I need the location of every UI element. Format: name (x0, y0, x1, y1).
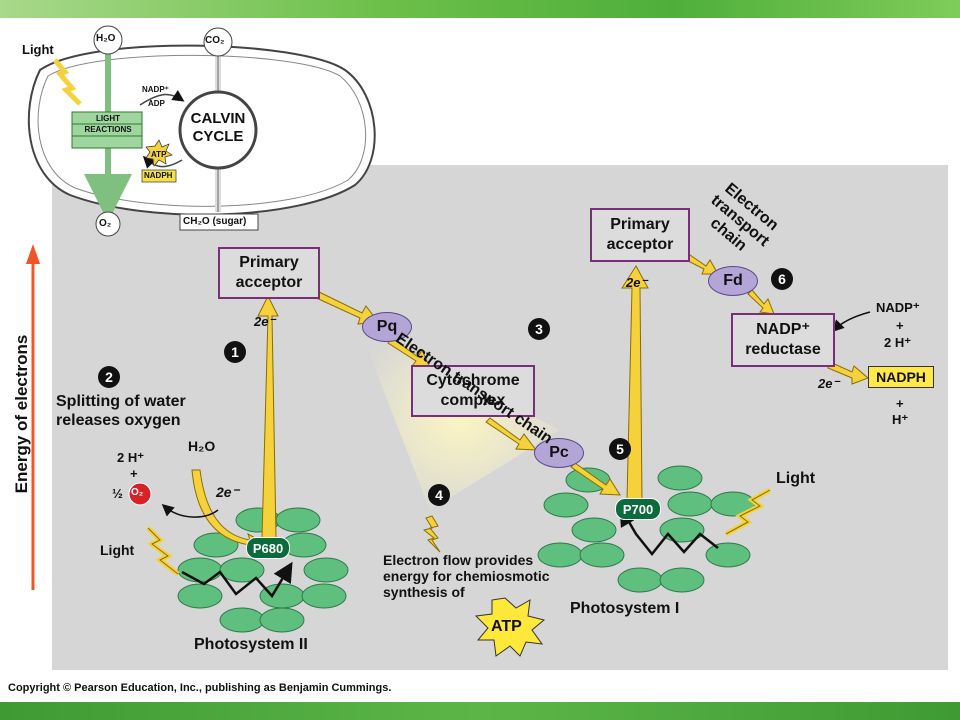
chloroplast-inset (27, 25, 376, 237)
inset-sugar-box (179, 213, 259, 231)
inset-calvin-cycle (178, 90, 258, 170)
etc2-2h-label: 2 H⁺ (884, 335, 912, 350)
ps2-light-bolt (146, 526, 180, 576)
nadp-input-arrow (831, 311, 871, 333)
ps2-pigment-cluster (177, 507, 349, 633)
ps2-zigzag (181, 561, 293, 599)
inset-light-reactions-label: LIGHT REACTIONS (84, 114, 132, 134)
inset-h2o-label: H₂O (96, 33, 116, 44)
nadp-reductase: NADP⁺ reductase (731, 313, 835, 367)
ps2-2e-label: 2e⁻ (254, 314, 276, 329)
step-1-badge: 1 (224, 341, 246, 363)
photosystem-ii-label: Photosystem II (194, 636, 308, 653)
cytochrome-complex: Cytochrome complex (411, 365, 535, 417)
ps1-primary-acceptor: Primary acceptor (590, 208, 690, 262)
p700-reaction-center: P700 (615, 498, 661, 520)
inset-light-label: Light (22, 42, 54, 57)
etc2-plus-label: + (896, 318, 904, 333)
atp-bolt (422, 515, 441, 553)
ps2-primary-acceptor: Primary acceptor (218, 247, 320, 299)
nadp-plus-label: NADP⁺ (876, 300, 920, 315)
ps1-excitation-arrow (621, 265, 649, 501)
top-green-band (0, 0, 960, 18)
fd-to-reductase-arrow (747, 289, 775, 315)
inset-co2-label: CO₂ (205, 35, 225, 46)
half-label: ½ (112, 486, 123, 501)
inset-calvin-cycle-label: CALVIN CYCLE (190, 110, 246, 145)
pc-carrier: Pc (534, 438, 584, 468)
photosystem-i-label: Photosystem I (570, 600, 680, 617)
atp-label: ATP (491, 618, 522, 635)
inset-h2o-circle (93, 25, 123, 55)
inset-nadp-label: NADP⁺ (142, 85, 169, 94)
h-plus-label: H⁺ (892, 412, 909, 427)
ps1-2e-label: 2e⁻ (626, 275, 648, 290)
ps1-zigzag (619, 505, 719, 557)
fd-carrier: Fd (708, 266, 758, 296)
step-3-badge: 3 (528, 318, 550, 340)
inset-nadph-box (141, 169, 177, 183)
step-5-badge: 5 (609, 438, 631, 460)
oxygen-release-arrow (161, 504, 219, 518)
reductase-to-nadph-arrow (827, 361, 869, 385)
o2-molecule (128, 482, 152, 506)
energy-axis-label: Energy of electrons (12, 334, 31, 494)
etc2-2e-label: 2e⁻ (818, 376, 840, 391)
o2-chip-label: O₂ (131, 487, 144, 498)
ps2-plus-label: + (130, 466, 138, 481)
ps2-2h-label: 2 H⁺ (117, 450, 145, 465)
bottom-green-band (0, 702, 960, 720)
atp-starburst (474, 597, 546, 657)
copyright-notice: Copyright © Pearson Education, Inc., pub… (8, 682, 392, 694)
inset-o2-label: O₂ (99, 218, 112, 229)
ps2-light-label: Light (100, 542, 135, 558)
inset-o2-circle (95, 211, 121, 237)
ps2-h2o-label: H₂O (188, 438, 216, 454)
p680-reaction-center: P680 (246, 537, 290, 559)
nadph-product: NADPH (868, 366, 934, 388)
ps1-light-label: Light (776, 470, 816, 487)
cytochrome-to-pc-arrow (485, 417, 538, 451)
ps2-excitation-arrow (257, 294, 279, 539)
step-4-badge: 4 (428, 484, 450, 506)
ps2-2e-lower-label: 2e⁻ (216, 484, 239, 500)
chemiosmotic-glow (360, 330, 560, 510)
step-2-badge: 2 (98, 366, 120, 388)
chemiosmotic-label: Electron flow provides energy for chemio… (383, 552, 550, 600)
inset-lightning (53, 58, 82, 106)
inset-co2-circle (203, 27, 233, 57)
inset-atp-label: ATP (151, 150, 167, 159)
inset-light-reactions-box (71, 111, 143, 149)
etc2-plus2-label: + (896, 396, 904, 411)
water-splitting-label: Splitting of water releases oxygen (56, 393, 186, 429)
inset-atp-burst (145, 139, 173, 167)
step-6-badge: 6 (771, 268, 793, 290)
pq-carrier: Pq (362, 312, 412, 342)
inset-sugar-label: CH₂O (sugar) (183, 216, 247, 227)
pc-to-p700-arrow (570, 462, 621, 496)
ps1-pigment-cluster (537, 465, 756, 593)
inset-adp-label: ADP (148, 99, 165, 108)
inset-nadph-label: NADPH (144, 171, 173, 180)
